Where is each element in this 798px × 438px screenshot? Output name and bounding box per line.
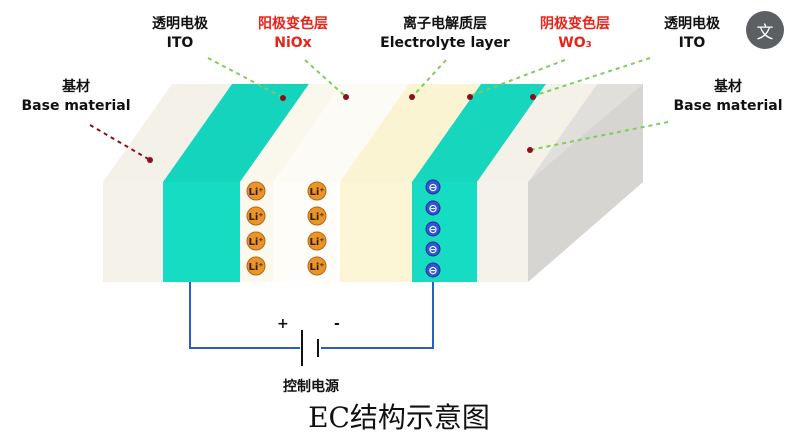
li-ion-circle (246, 231, 266, 251)
wire-right (321, 282, 434, 349)
leader-dot (409, 94, 415, 100)
leader-dot (527, 147, 533, 153)
leader-dots (147, 94, 536, 163)
leader-dot (280, 95, 286, 101)
right-ito-top (412, 84, 546, 182)
leader-ito-left (207, 57, 283, 98)
li-ions-right: Li⁺ Li⁺ Li⁺ Li⁺ (307, 181, 327, 276)
label-ito-left: 透明电极 ITO (130, 15, 230, 53)
li-ion-label: Li⁺ (248, 262, 263, 273)
electron (425, 179, 441, 195)
electron-label: ⊖ (428, 181, 437, 194)
label-ito-right: 透明电极 ITO (642, 15, 742, 53)
li-ion-label: Li⁺ (309, 187, 324, 198)
label-anode-layer: 阳极变色层 NiOx (238, 15, 348, 53)
li-ion: Li⁺ (307, 206, 327, 226)
diagram-caption: EC结构示意图 (308, 401, 490, 434)
electron (425, 200, 441, 216)
electron-label: ⊖ (428, 202, 437, 215)
leader-dot (343, 94, 349, 100)
label-en: ITO (678, 35, 706, 51)
leader-nio (304, 59, 346, 97)
label-electrolyte: 离子电解质层 Electrolyte layer (355, 15, 535, 53)
li-ion: Li⁺ (246, 256, 266, 276)
minus-sign: - (334, 316, 340, 332)
leader-dot (467, 94, 473, 100)
leader-lines (89, 57, 669, 161)
circuit-wires (189, 282, 434, 349)
left-base-front (103, 182, 163, 282)
label-en: NiOx (274, 35, 312, 51)
electron (425, 262, 441, 278)
right-base-top (477, 84, 597, 182)
li-ions-left: Li⁺ Li⁺ Li⁺ Li⁺ (246, 181, 266, 276)
li-ion-circle (307, 181, 327, 201)
electron (425, 241, 441, 257)
wire-left (189, 282, 300, 349)
label-en: Base material (21, 98, 131, 114)
li-ion-circle (307, 206, 327, 226)
left-ito-front (163, 182, 240, 282)
leader-dot (147, 157, 153, 163)
leader-wo3 (469, 59, 566, 97)
li-ion-label: Li⁺ (309, 237, 324, 248)
li-ion-label: Li⁺ (248, 212, 263, 223)
left-ito-top (163, 84, 309, 182)
electrolyte-front (273, 182, 340, 282)
li-ion: Li⁺ (307, 231, 327, 251)
electron (425, 221, 441, 237)
leader-electrolyte (412, 59, 447, 97)
right-base-front (477, 182, 528, 282)
label-cathode-layer: 阴极变色层 WO₃ (520, 15, 630, 53)
power-supply-label: 控制电源 (283, 379, 339, 395)
li-ion-circle (307, 256, 327, 276)
label-zh: 阳极变色层 (258, 16, 328, 32)
nio-top (240, 84, 342, 182)
li-ion-label: Li⁺ (248, 237, 263, 248)
label-zh: 基材 (62, 79, 90, 95)
electrons: ⊖ ⊖ ⊖ ⊖ ⊖ (425, 179, 441, 278)
li-ion: Li⁺ (307, 181, 327, 201)
leader-dot (530, 94, 536, 100)
li-ion-label: Li⁺ (309, 262, 324, 273)
li-ion-label: Li⁺ (309, 212, 324, 223)
li-ion: Li⁺ (246, 206, 266, 226)
li-ion-circle (246, 181, 266, 201)
translate-button[interactable]: 文 (746, 11, 784, 49)
right-base-side-shade (528, 84, 643, 282)
li-ion: Li⁺ (307, 256, 327, 276)
label-en: Electrolyte layer (380, 35, 510, 51)
li-ion-circle (246, 206, 266, 226)
label-base-right: 基材 Base material (663, 78, 793, 116)
battery-symbol (301, 330, 319, 366)
wo3-top (340, 84, 481, 182)
li-ion-circle (307, 231, 327, 251)
label-base-left: 基材 Base material (6, 78, 146, 116)
plus-sign: + (277, 316, 289, 332)
label-zh: 阴极变色层 (540, 16, 610, 32)
leader-base-left (89, 124, 151, 161)
label-zh: 透明电极 (152, 16, 208, 32)
li-ion-label: Li⁺ (248, 187, 263, 198)
electron-label: ⊖ (428, 243, 437, 256)
label-zh: 基材 (714, 79, 742, 95)
wo3-front (340, 182, 412, 282)
label-en: ITO (166, 35, 194, 51)
label-zh: 离子电解质层 (403, 16, 487, 32)
label-en: WO₃ (558, 35, 592, 51)
label-en: Base material (673, 98, 783, 114)
li-ion: Li⁺ (246, 181, 266, 201)
electron-label: ⊖ (428, 223, 437, 236)
electron-label: ⊖ (428, 264, 437, 277)
electrolyte-top (273, 84, 409, 182)
li-ion: Li⁺ (246, 231, 266, 251)
li-ion-circle (246, 256, 266, 276)
translate-icon: 文 (756, 22, 774, 43)
right-ito-front (412, 182, 477, 282)
left-base-top (103, 84, 232, 182)
label-zh: 透明电极 (664, 16, 720, 32)
